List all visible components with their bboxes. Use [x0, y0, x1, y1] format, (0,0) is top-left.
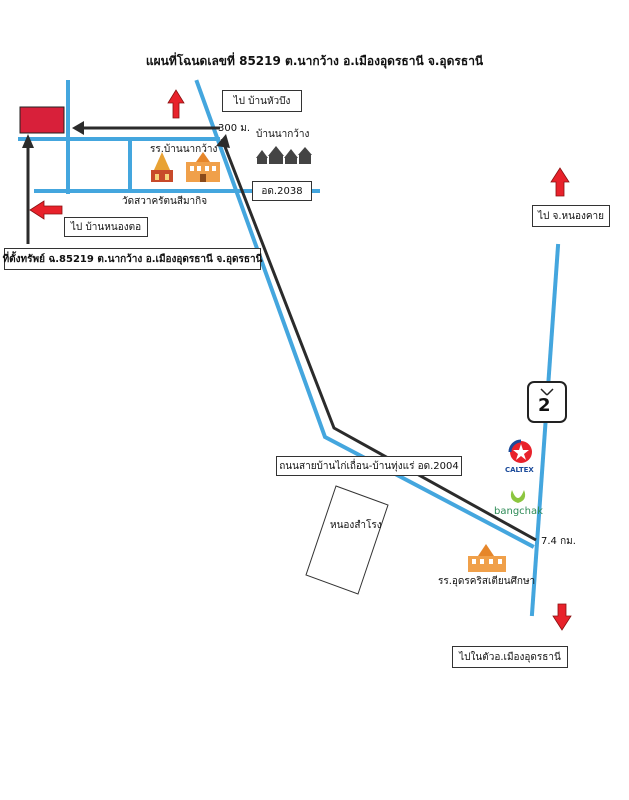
arrow-head-up-left: [22, 134, 34, 148]
label-school-ban-na-kwang: รร.บ้านนากว้าง: [150, 144, 218, 155]
route-line: [22, 121, 537, 542]
nong-sam-rong-area: [305, 485, 389, 595]
caltex-logo-icon: [508, 439, 532, 463]
label-to-ban-nong-to: ไป บ้านหนองตอ: [64, 217, 148, 237]
arrow-up-ban-hua-bueng-icon: [167, 89, 185, 119]
direction-arrows: [29, 89, 572, 631]
arrow-up-nong-khai-icon: [550, 167, 570, 197]
label-property: ที่ตั้งทรัพย์ ฉ.85219 ต.นากว้าง อ.เมืองอ…: [3, 248, 262, 270]
label-to-city: ไปในตัวอ.เมืองอุดรธานี: [452, 646, 568, 668]
label-7-4km: 7.4 กม.: [541, 536, 576, 547]
label-road-2038: อด.2038: [252, 181, 312, 201]
highway-number: 2: [538, 395, 551, 416]
label-300m: 300 ม.: [218, 123, 251, 134]
bangchak-logo-icon: [510, 490, 526, 503]
label-to-nong-khai: ไป จ.หนองคาย: [532, 205, 610, 227]
school-building-icon: [186, 152, 220, 182]
route-segment-main: [220, 138, 537, 542]
label-christian-school: รร.อุดรคริสเตียนศึกษา: [438, 576, 536, 587]
label-road-2004: ถนนสายบ้านไก่เถื่อน-บ้านทุ่งแร่ อด.2004: [276, 456, 462, 476]
label-nong-sam-rong: หนองสำโรง: [330, 520, 382, 531]
label-to-ban-hua-bueng: ไป บ้านหัวบึง: [222, 90, 302, 112]
map-title: แผนที่โฉนดเลขที่ 85219 ต.นากว้าง อ.เมือง…: [145, 54, 484, 68]
label-ban-na-kwang: บ้านนากว้าง: [256, 129, 310, 140]
highway-2: [529, 243, 561, 617]
temple-icon: [151, 152, 173, 182]
label-caltex: CALTEX: [505, 466, 534, 474]
arrow-head-left-top: [72, 121, 84, 135]
arrow-left-nong-to-icon: [29, 200, 63, 220]
village-houses-icon: [256, 146, 312, 164]
christian-school-icon: [468, 544, 506, 572]
arrow-down-city-icon: [552, 603, 572, 631]
property-marker: [19, 106, 65, 134]
arrow-head-up-main: [216, 134, 230, 148]
label-wat: วัดสวาครัตนสีมากิจ: [122, 196, 208, 207]
highway-2-shield-icon: [527, 381, 567, 423]
label-bangchak: bangchak: [494, 506, 543, 517]
road-2004: [194, 79, 535, 549]
